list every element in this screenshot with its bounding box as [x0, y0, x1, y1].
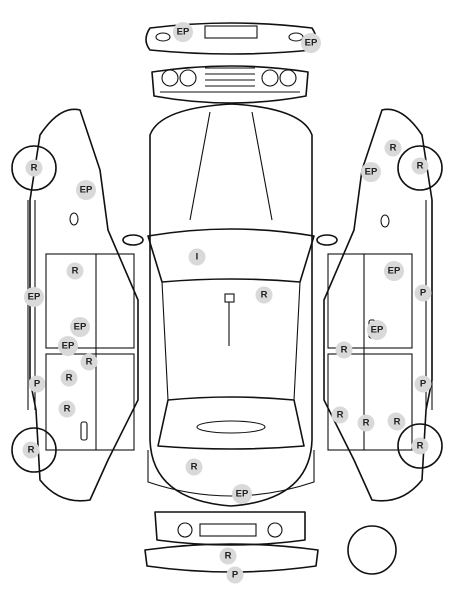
marker-right-rear-door-2: R: [357, 414, 375, 432]
marker-roof-i: I: [188, 248, 206, 266]
marker-label: R: [191, 462, 198, 473]
marker-rear-bumper-ep: EP: [232, 484, 252, 504]
marker-label: R: [394, 417, 401, 428]
marker-label: P: [420, 288, 427, 299]
marker-label: EP: [62, 341, 75, 352]
marker-rear-p: P: [226, 566, 244, 584]
marker-label: R: [64, 404, 71, 415]
marker-top-ep-left: EP: [173, 22, 193, 42]
marker-right-front-door: EP: [384, 261, 404, 281]
marker-label: EP: [236, 489, 249, 500]
marker-label: R: [417, 441, 424, 452]
marker-label: EP: [74, 322, 87, 333]
marker-label: P: [232, 570, 239, 581]
marker-label: R: [341, 345, 348, 356]
marker-label: R: [66, 373, 73, 384]
marker-label: R: [337, 410, 344, 421]
marker-label: R: [72, 266, 79, 277]
marker-trunk-r: R: [185, 458, 203, 476]
marker-left-front-wheel: R: [25, 159, 43, 177]
marker-right-door-handle: EP: [367, 320, 387, 340]
left-side-view: [11, 108, 139, 502]
marker-label: R: [417, 161, 424, 172]
marker-left-rear-door-low: R: [58, 400, 76, 418]
marker-label: R: [86, 357, 93, 368]
right-side-view: [323, 108, 443, 502]
marker-left-rear-p: P: [28, 375, 46, 393]
marker-rear-plate-r: R: [219, 547, 237, 565]
marker-label: R: [225, 551, 232, 562]
marker-right-b-pillar: R: [335, 341, 353, 359]
spare-wheel-icon: [347, 525, 397, 575]
marker-right-rear-wheel-small: R: [388, 413, 406, 431]
marker-right-rear-wheel: R: [411, 437, 429, 455]
marker-label: EP: [305, 38, 318, 49]
marker-left-front-fender: EP: [76, 180, 96, 200]
marker-label: EP: [28, 292, 41, 303]
marker-left-rear-door-top: R: [80, 353, 98, 371]
front-bumper-view: [145, 22, 317, 55]
marker-label: I: [196, 252, 199, 263]
marker-right-front-wheel: R: [411, 157, 429, 175]
marker-right-rear-p: P: [414, 375, 432, 393]
marker-left-door-handle: EP: [70, 317, 90, 337]
rear-view: [144, 511, 319, 573]
marker-label: EP: [365, 167, 378, 178]
marker-left-rear-door: R: [60, 369, 78, 387]
marker-left-sill: EP: [24, 287, 44, 307]
marker-left-front-door: R: [66, 262, 84, 280]
marker-label: EP: [177, 27, 190, 38]
marker-right-front-p: P: [414, 284, 432, 302]
marker-label: R: [31, 163, 38, 174]
marker-right-front-fender: EP: [361, 162, 381, 182]
marker-roof-r: R: [255, 286, 273, 304]
marker-label: P: [420, 379, 427, 390]
marker-label: R: [363, 418, 370, 429]
marker-label: EP: [371, 325, 384, 336]
marker-label: EP: [388, 266, 401, 277]
marker-right-front-wheel-small: R: [384, 139, 402, 157]
marker-left-b-pillar: EP: [58, 336, 78, 356]
damage-markers: EPEPREPREPEPEPRRRPRIRREPRPRREPEPPEPRRRPP…: [22, 22, 432, 584]
marker-right-rear-door: R: [331, 406, 349, 424]
marker-label: R: [261, 290, 268, 301]
marker-label: P: [34, 379, 41, 390]
marker-label: EP: [80, 185, 93, 196]
marker-left-rear-wheel: R: [22, 441, 40, 459]
front-view: [151, 65, 309, 104]
marker-top-ep-right: EP: [301, 33, 321, 53]
marker-label: R: [390, 143, 397, 154]
marker-label: R: [28, 445, 35, 456]
car-top-view: [122, 103, 338, 507]
